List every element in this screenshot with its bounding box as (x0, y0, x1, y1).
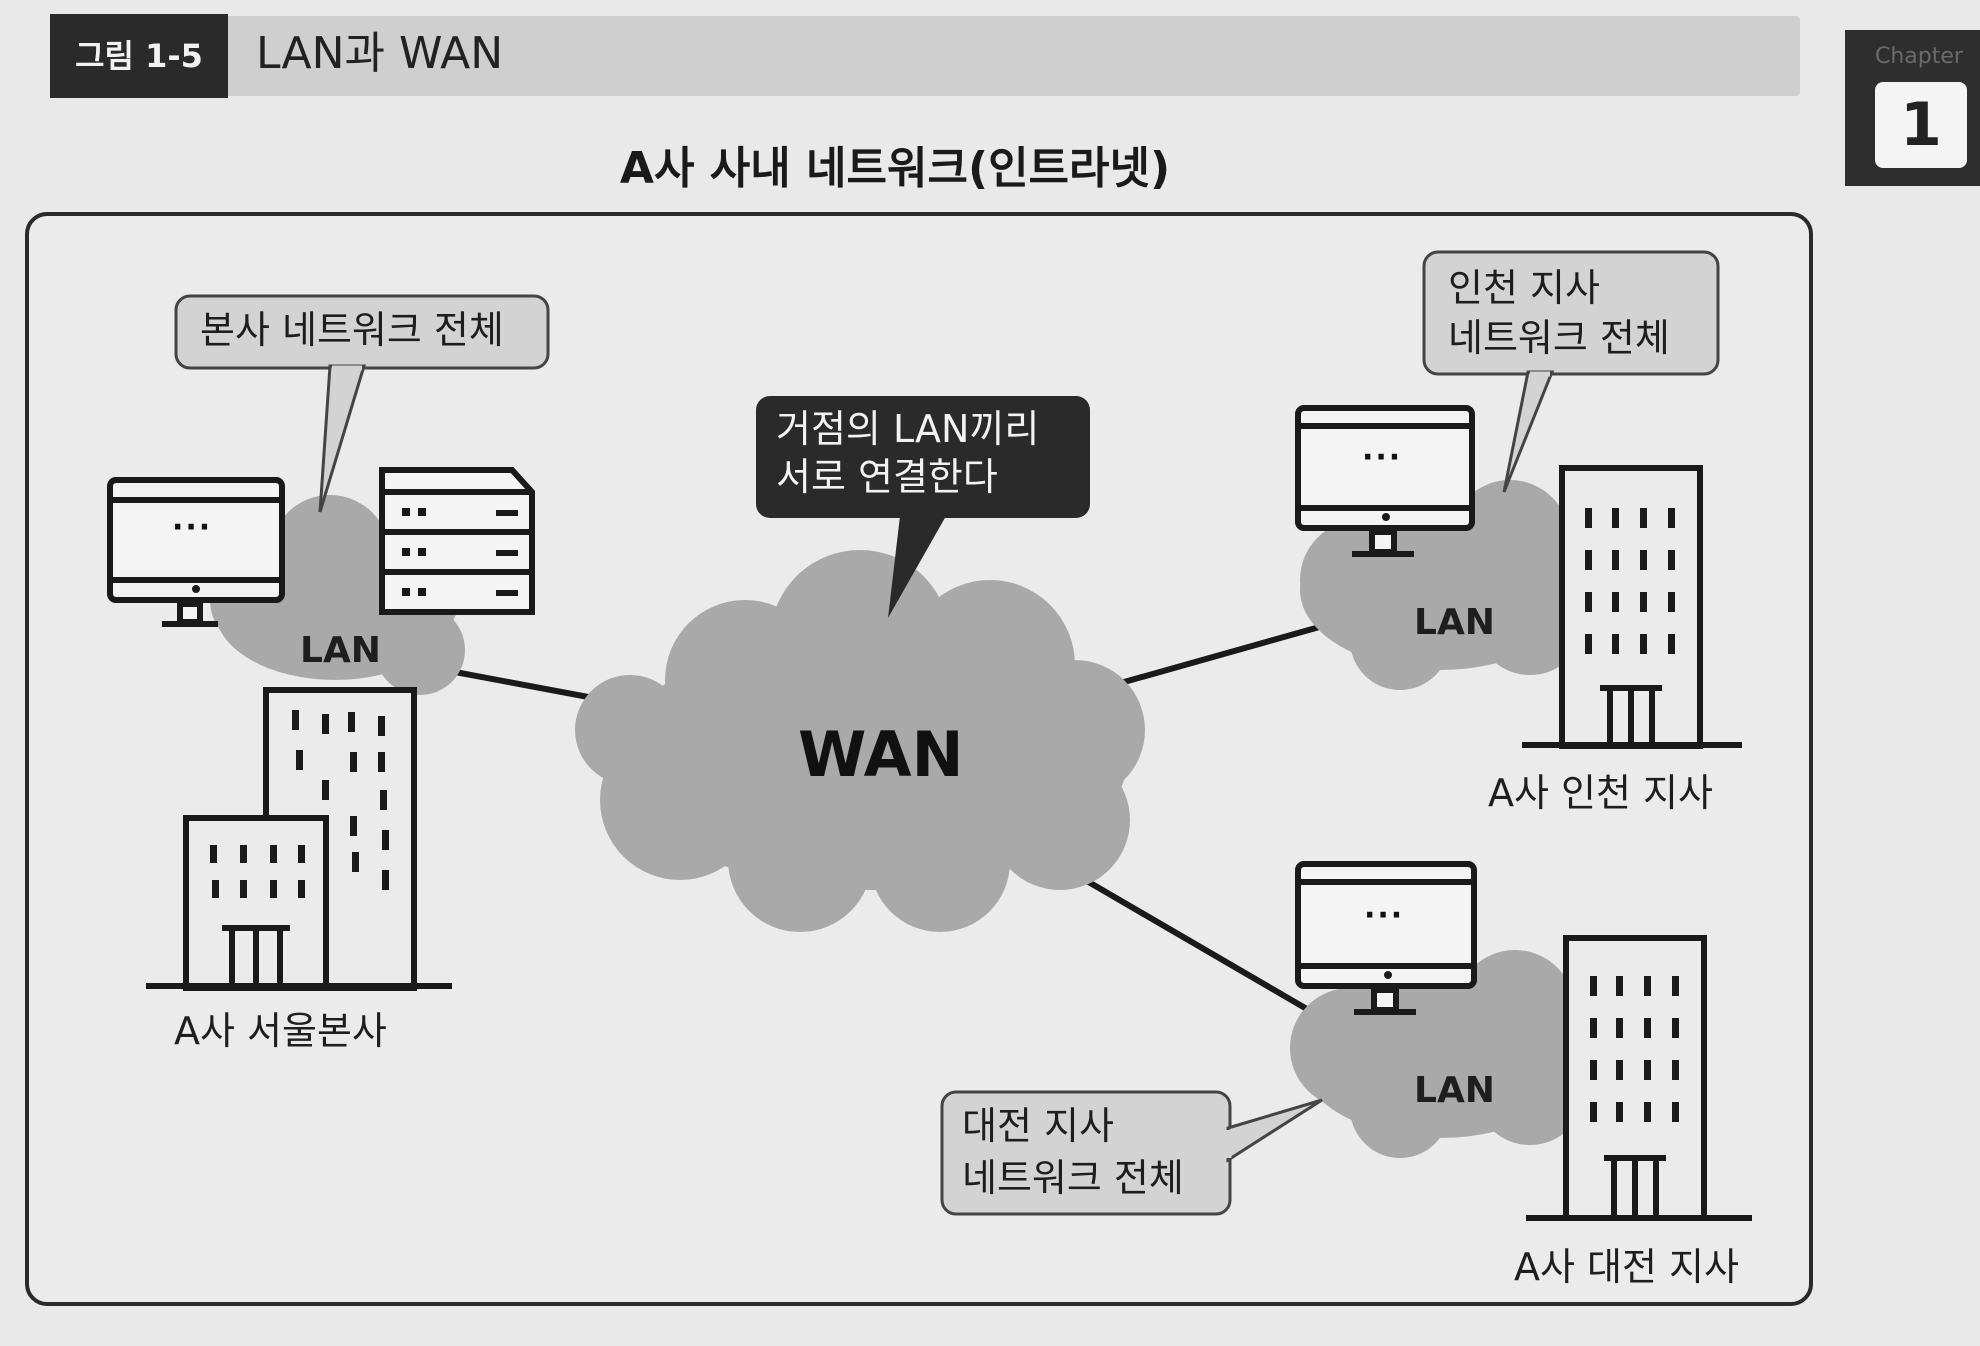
incheon-callout-line2: 네트워크 전체 (1448, 316, 1670, 360)
seoul-low-building (183, 815, 329, 991)
figure-title: LAN과 WAN (256, 28, 504, 79)
figure-header-bar (50, 16, 1800, 96)
daejeon-callout-line1: 대전 지사 (962, 1104, 1114, 1148)
incheon-callout-line1: 인천 지사 (1448, 266, 1600, 310)
incheon-building (1559, 465, 1703, 749)
incheon-callout (1422, 250, 1720, 493)
daejeon-windows (1590, 976, 1679, 1122)
daejeon-building (1563, 935, 1707, 1221)
figure-number-tag: 그림 1-5 (50, 14, 228, 98)
daejeon-monitor-text: ··· (1364, 898, 1405, 933)
wan-callout (756, 396, 1090, 618)
seoul-site-name: A사 서울본사 (174, 1009, 387, 1053)
daejeon-wan-link (1066, 867, 1314, 1015)
daejeon-site-name: A사 대전 지사 (1514, 1245, 1739, 1289)
chapter-label: Chapter (1875, 44, 1963, 69)
wan-cloud (575, 550, 1145, 932)
seoul-monitor-icon (107, 477, 285, 627)
daejeon-lan-cloud (1290, 940, 1585, 1158)
daejeon-monitor-icon (1295, 861, 1477, 1015)
wan-label: WAN (798, 718, 964, 791)
seoul-monitor-text: ··· (172, 510, 213, 545)
incheon-monitor-text: ··· (1362, 440, 1403, 475)
daejeon-callout-line2: 네트워크 전체 (962, 1156, 1184, 1200)
diagram-title: A사 사내 네트워크(인트라넷) (619, 143, 1171, 194)
seoul-server-icon (379, 467, 535, 615)
seoul-tower-windows (292, 710, 389, 890)
daejeon-callout (940, 1090, 1323, 1216)
incheon-site-name: A사 인천 지사 (1488, 771, 1713, 815)
incheon-wan-link (1109, 621, 1331, 689)
incheon-windows (1585, 508, 1675, 654)
seoul-lan-label: LAN (300, 630, 381, 671)
daejeon-lan-label: LAN (1414, 1070, 1495, 1111)
wan-callout-line1: 거점의 LAN끼리 (776, 407, 1040, 451)
wan-callout-line2: 서로 연결한다 (776, 455, 998, 499)
chapter-number: 1 (1875, 82, 1967, 168)
seoul-callout-text: 본사 네트워크 전체 (200, 308, 504, 352)
incheon-lan-label: LAN (1414, 602, 1495, 643)
incheon-monitor-icon (1295, 405, 1475, 557)
seoul-callout (174, 294, 550, 513)
